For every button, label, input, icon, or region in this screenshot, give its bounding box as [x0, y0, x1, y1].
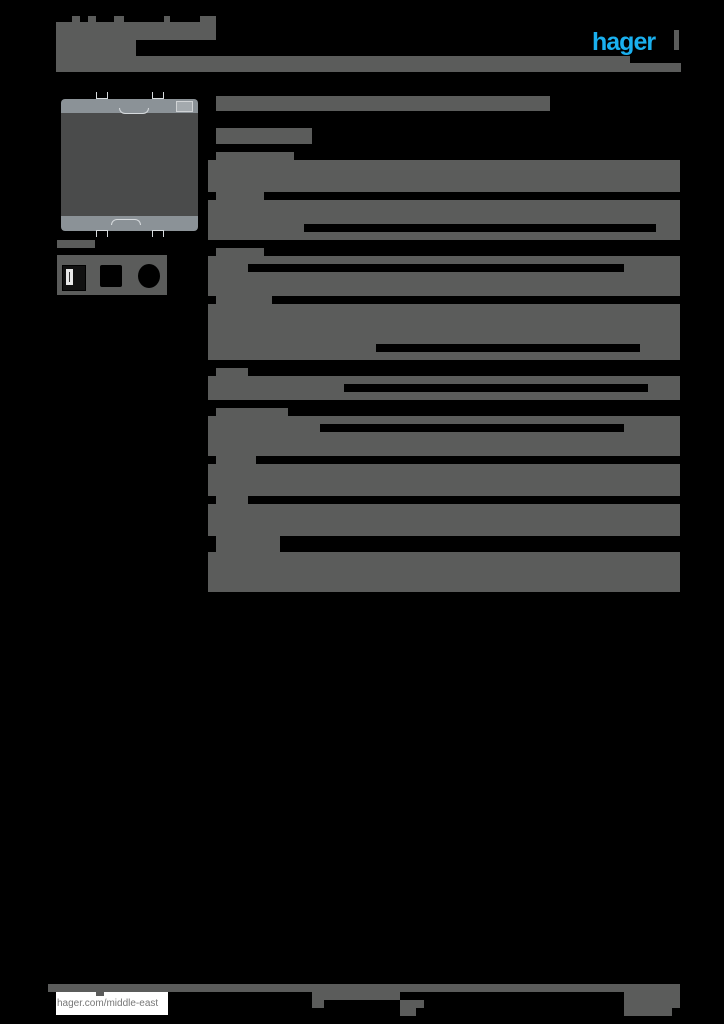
product-tab — [96, 92, 108, 99]
section-text-redacted — [208, 200, 680, 240]
footer-center-redacted — [312, 992, 324, 1008]
section-text-redacted — [208, 504, 680, 536]
header-gap — [124, 16, 164, 22]
section-label-redacted — [216, 152, 294, 162]
section-text-redacted — [208, 256, 680, 296]
section-text-redacted — [208, 464, 680, 496]
product-tab — [152, 92, 164, 99]
footer-left-redacted — [96, 988, 104, 996]
footer-center-redacted — [400, 1008, 416, 1016]
section-text-redacted — [208, 416, 680, 456]
header-gap — [56, 16, 72, 22]
footer-rule — [48, 984, 680, 992]
footer-center-redacted — [400, 1000, 424, 1008]
section-label-redacted — [216, 192, 264, 200]
section-label-redacted — [216, 496, 248, 506]
section-gap — [320, 424, 624, 432]
header-rule-gap — [630, 56, 690, 63]
product-subheading-redacted — [216, 128, 312, 144]
section-text-redacted — [208, 160, 680, 192]
product-tab — [96, 230, 108, 237]
product-clip-bottom — [111, 219, 141, 225]
section-label-redacted — [216, 408, 288, 418]
footer-center-redacted — [312, 992, 400, 1000]
section-gap — [344, 384, 648, 392]
hager-logo: hager — [592, 28, 656, 56]
usb-port-icon — [66, 269, 73, 285]
rj45-socket-icon[interactable] — [100, 265, 122, 287]
section-gap — [376, 344, 640, 352]
accessories-label-redacted — [57, 240, 95, 248]
product-heading-redacted — [216, 96, 550, 111]
section-text-redacted — [208, 552, 680, 592]
footer-page-redacted — [624, 984, 680, 1008]
section-label-redacted — [216, 296, 272, 304]
section-label-redacted — [216, 248, 264, 258]
section-gap — [304, 224, 656, 232]
footer-page-redacted — [624, 1008, 672, 1016]
header-gap — [96, 16, 114, 22]
header-gap — [80, 16, 88, 22]
product-marker-icon — [176, 101, 193, 112]
product-clip-top — [119, 108, 149, 114]
header-subtitle-redacted — [56, 40, 136, 58]
section-label-redacted — [216, 368, 248, 376]
footer-url-link[interactable]: hager.com/middle-east — [56, 992, 168, 1015]
product-tab — [152, 230, 164, 237]
section-label-redacted — [216, 536, 280, 552]
header-rule — [56, 56, 681, 72]
header-rule-thin — [630, 65, 680, 72]
product-rocker — [61, 113, 198, 216]
round-socket-icon[interactable] — [138, 264, 160, 288]
section-label-redacted — [216, 456, 256, 466]
header-gap — [170, 16, 200, 22]
section-gap — [248, 264, 624, 272]
hager-logo-mark — [674, 30, 679, 50]
